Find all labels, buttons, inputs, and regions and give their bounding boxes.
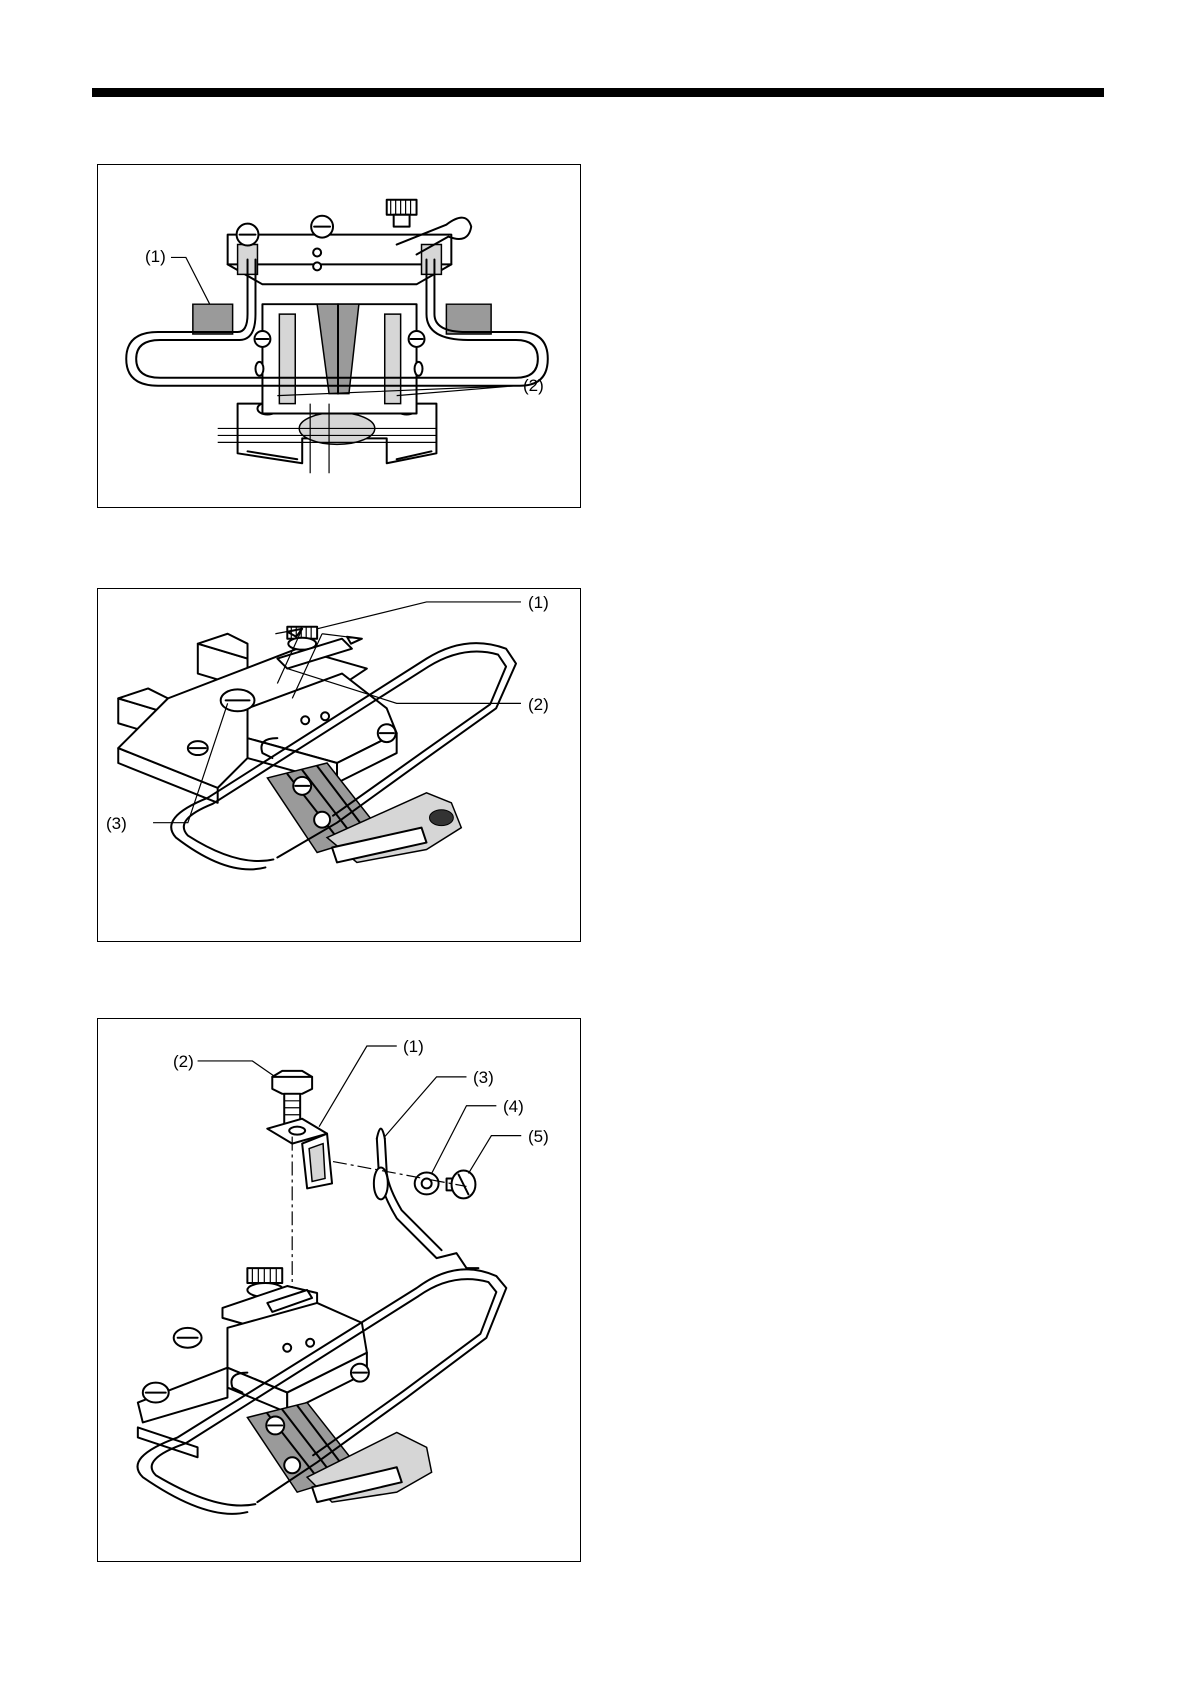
- presser-foot-front-illustration: [98, 165, 580, 507]
- callout-2: (2): [523, 377, 544, 394]
- header-rule: [92, 88, 1104, 97]
- figure-presser-foot-adjust: (1) (2) (3): [97, 588, 581, 942]
- figure-presser-foot-front: (1) (2): [97, 164, 581, 508]
- callout-5: (5): [528, 1128, 549, 1145]
- callout-1: (1): [403, 1038, 424, 1055]
- callout-3: (3): [473, 1069, 494, 1086]
- figure-thread-guide-assembly: (2) (1) (3) (4) (5): [97, 1018, 581, 1562]
- callout-4: (4): [503, 1098, 524, 1115]
- callout-2: (2): [173, 1053, 194, 1070]
- callout-2: (2): [528, 696, 549, 713]
- callout-3: (3): [106, 815, 127, 832]
- callout-1: (1): [528, 594, 549, 611]
- callout-1: (1): [145, 248, 166, 265]
- presser-foot-adjust-illustration: [98, 589, 580, 941]
